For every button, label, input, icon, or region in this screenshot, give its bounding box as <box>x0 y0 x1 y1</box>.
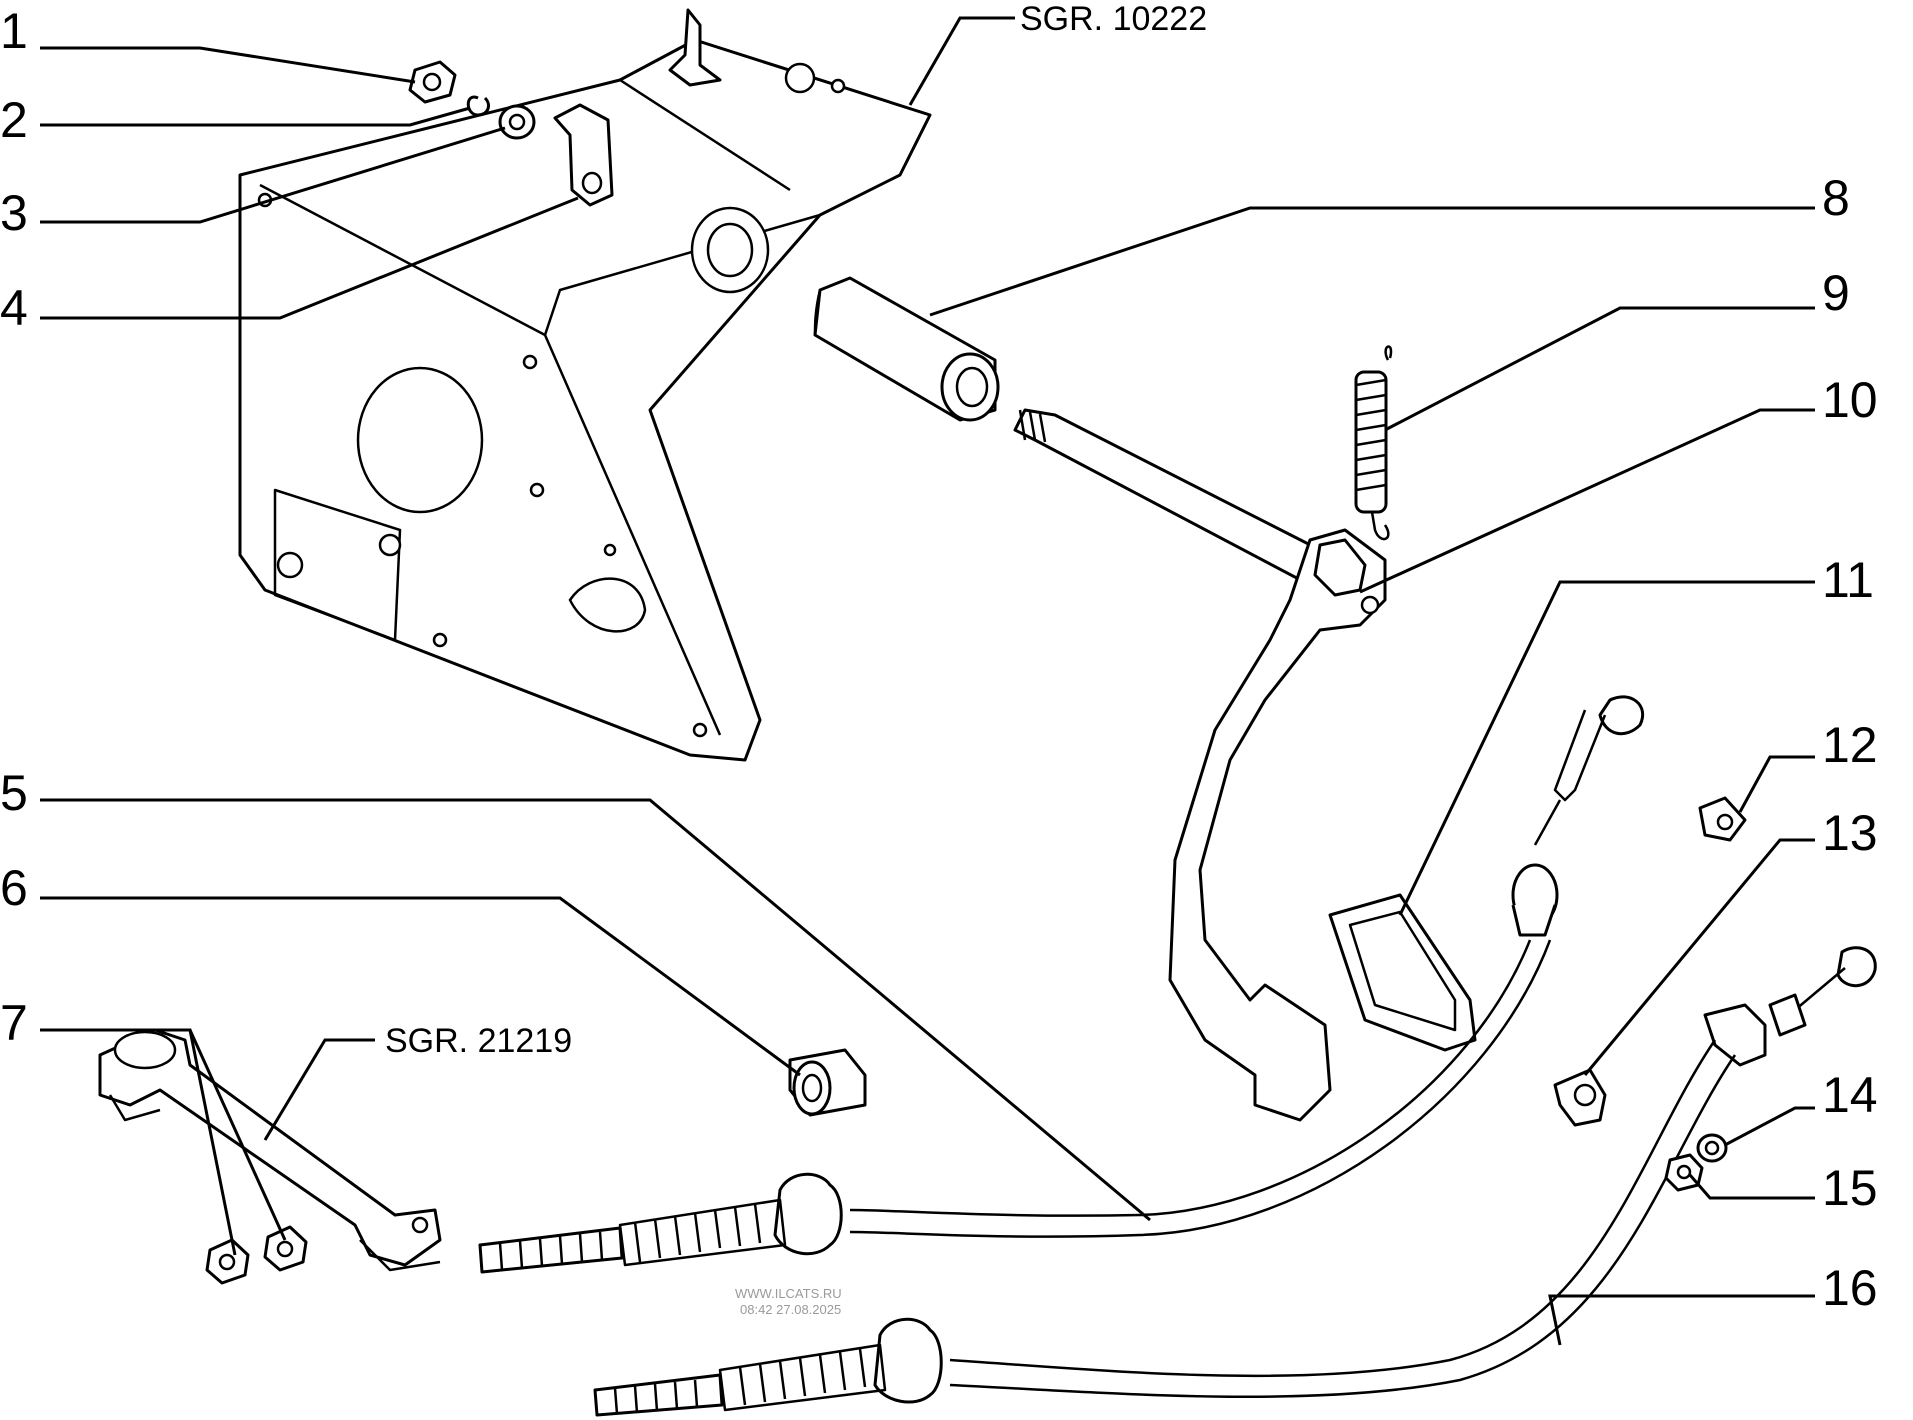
clutch-pedal <box>1168 528 1387 1122</box>
callout-3: 3 <box>0 185 28 241</box>
pedal-bracket <box>238 8 932 762</box>
callout-2: 2 <box>0 92 28 148</box>
ref-label-bracket: SGR. 10222 <box>1020 0 1207 38</box>
callout-1: 1 <box>0 3 28 59</box>
callout-5: 5 <box>0 765 28 821</box>
washer-part-14 <box>1696 1133 1728 1163</box>
callout-15: 15 <box>1822 1160 1878 1216</box>
bushing-part-8 <box>813 276 1000 422</box>
leader-lines <box>40 16 1815 1346</box>
callout-6: 6 <box>0 860 28 916</box>
ref-label-lever: SGR. 21219 <box>385 1022 572 1060</box>
pedal-shaft-part-10 <box>1013 408 1332 587</box>
callout-8: 8 <box>1822 170 1850 226</box>
callout-numbers: 1 2 3 4 5 6 7 8 9 10 11 12 13 14 15 16 <box>0 3 1878 1316</box>
clip-part-12 <box>1698 796 1747 842</box>
bracket-part-4 <box>553 103 614 207</box>
clip-part-2 <box>466 95 490 117</box>
callout-13: 13 <box>1822 805 1878 861</box>
washer-part-3 <box>498 104 536 140</box>
clamp-part-13 <box>1553 1068 1607 1127</box>
grommet-part-6 <box>788 1048 867 1117</box>
pedal-pad-part-11 <box>1328 893 1477 1052</box>
return-spring-part-9 <box>1354 345 1393 541</box>
callout-4: 4 <box>0 280 28 336</box>
callout-14: 14 <box>1822 1067 1878 1123</box>
callout-11: 11 <box>1822 552 1874 608</box>
nuts-part-7 <box>205 1225 308 1285</box>
nut-part-15 <box>1664 1153 1704 1192</box>
clutch-cable-part-5 <box>478 695 1645 1274</box>
watermark-line-2: 08:42 27.08.2025 <box>740 1302 841 1317</box>
callout-7: 7 <box>0 995 28 1051</box>
callout-12: 12 <box>1822 717 1878 773</box>
watermark-line-1: WWW.ILCATS.RU <box>735 1286 842 1301</box>
release-lever <box>98 1028 442 1272</box>
callout-9: 9 <box>1822 265 1850 321</box>
nut-part-1 <box>408 60 457 104</box>
callout-16: 16 <box>1822 1260 1878 1316</box>
callout-10: 10 <box>1822 372 1878 428</box>
